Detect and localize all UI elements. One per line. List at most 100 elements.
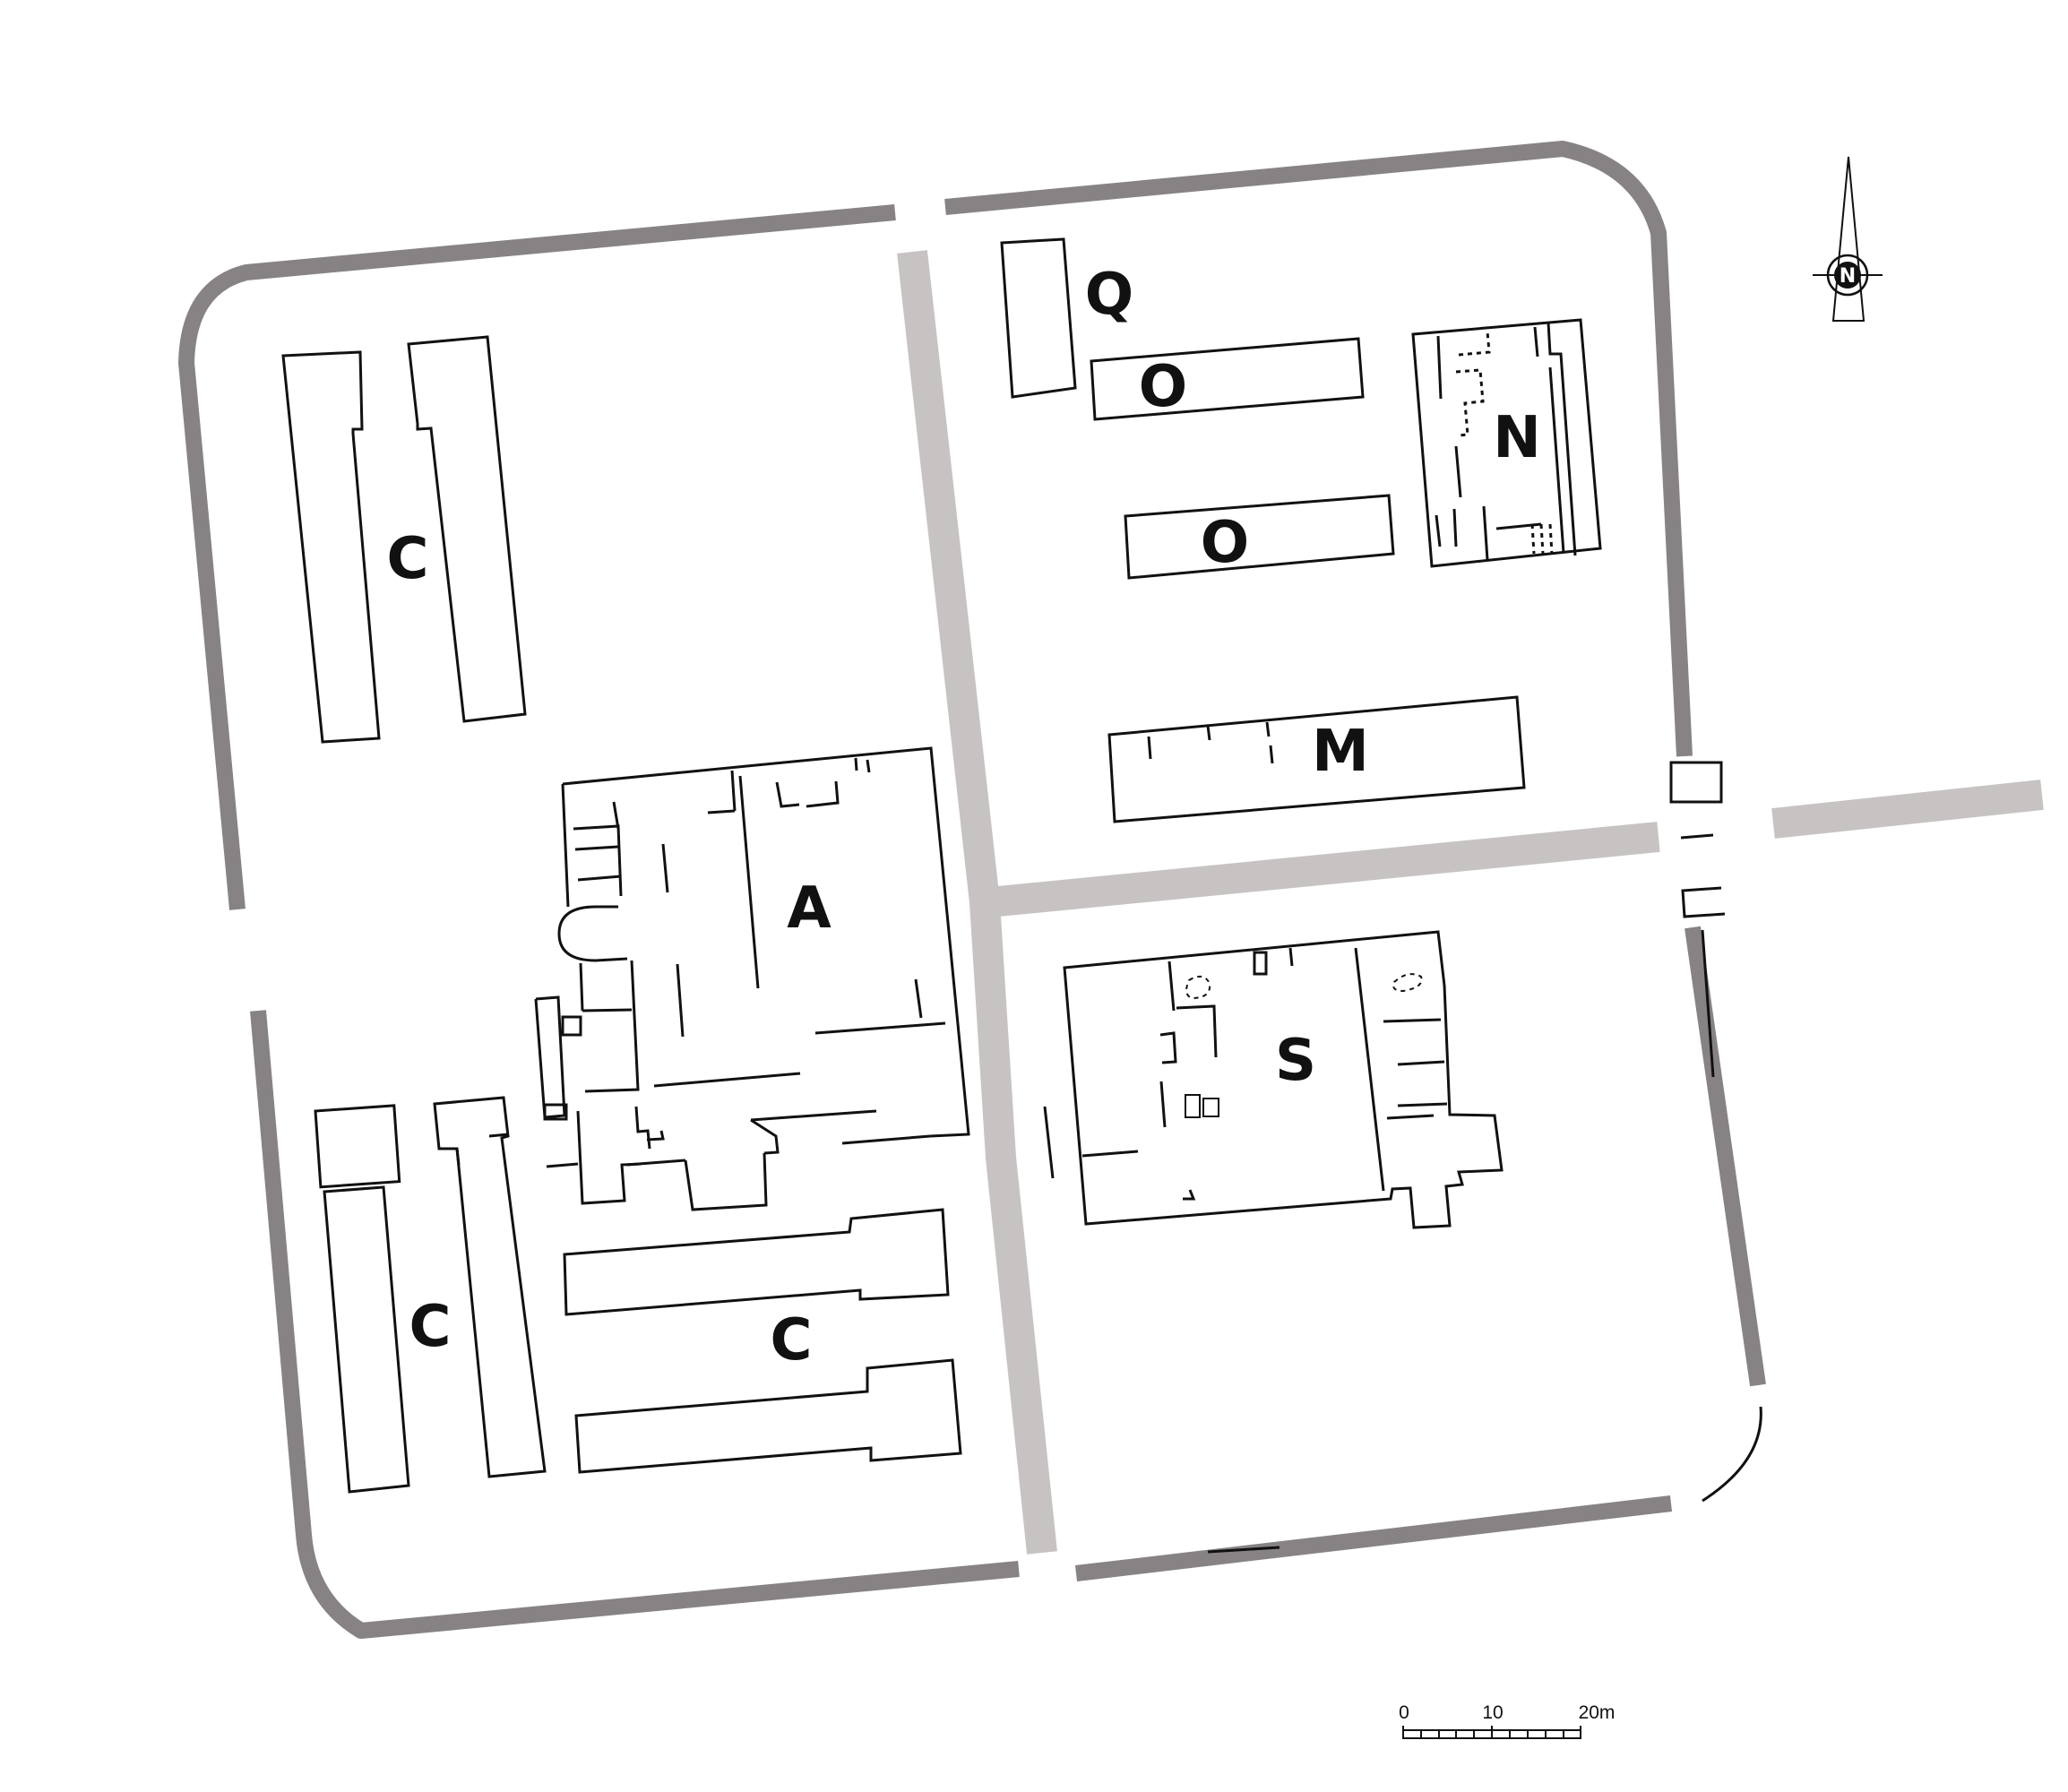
building-a-small-room-2 [543, 1103, 568, 1121]
building-a-south-room-4 [626, 1159, 686, 1167]
building-n-wall-8 [1482, 505, 1489, 561]
building-m-wall-4 [1269, 745, 1274, 764]
barrack-c-4 [433, 1096, 547, 1478]
building-s-small-room [1253, 951, 1268, 976]
building-s-inner-wall-6 [1168, 961, 1176, 1012]
north-arrow-needle [1831, 156, 1866, 322]
building-n-wall-3 [1533, 326, 1539, 358]
building-a-internal-8 [866, 759, 871, 773]
building-a-south-annex [535, 995, 566, 1119]
barrack-c-3 [323, 1185, 410, 1494]
building-m [1107, 695, 1526, 823]
road-east-west-west [987, 822, 1660, 918]
road-east-west-east [1771, 780, 2044, 839]
north-arrow-ring [1826, 254, 1869, 297]
building-m-outline [1107, 695, 1526, 823]
building-a-south-room-3 [646, 1130, 665, 1142]
building-a-internal-4 [738, 775, 760, 989]
building-s-inner-wall-4 [1397, 1102, 1448, 1107]
building-a-internal-1 [612, 801, 620, 830]
building-n [1411, 318, 1602, 568]
building-s-inner-wall-11 [1159, 1081, 1167, 1128]
label-c-southwest: C [409, 1294, 452, 1360]
north-arrow-icon: N [1813, 156, 1883, 322]
building-a-south-room-5 [684, 1152, 768, 1211]
building-a-small-room-1 [561, 1015, 582, 1037]
barrack-c-2 [407, 335, 527, 723]
building-a-south-wall [546, 1162, 579, 1168]
building-m-wall-1 [1147, 736, 1152, 760]
building-a-internal-9 [661, 843, 669, 893]
building-s-outline [1063, 930, 1504, 1229]
north-arrow-core [1834, 262, 1861, 289]
building-a-internal-18 [841, 1134, 931, 1145]
scale-tick-0: 0 [1399, 1702, 1409, 1723]
label-o-upper: O [1139, 354, 1187, 420]
building-a-internal-5 [775, 781, 800, 808]
road-north-south [897, 250, 1057, 1555]
building-m-wall-3 [1265, 721, 1271, 737]
building-a-outline [562, 746, 970, 1138]
building-m-wall-2 [1206, 725, 1211, 741]
corner-arc-southeast [1702, 1406, 1762, 1503]
building-s-inner-wall-3 [1397, 1060, 1445, 1066]
building-n-wall-2 [1547, 322, 1577, 556]
building-a-internal-16 [653, 1072, 801, 1088]
scale-tick-10: 10 [1482, 1702, 1503, 1723]
building-n-wall-7 [1435, 514, 1442, 547]
label-n: N [1493, 405, 1541, 471]
barrack-c-6 [574, 1358, 962, 1474]
label-c-south: C [771, 1307, 813, 1374]
building-o-upper [1090, 337, 1365, 421]
label-c-north: C [387, 526, 429, 592]
building-s-pillar-2 [1202, 1098, 1219, 1117]
building-a-internal-2 [707, 809, 736, 814]
building-s-inner-wall-8 [1159, 1031, 1177, 1064]
building-s-west-wall [1043, 1106, 1055, 1179]
building-a-room-2 [574, 845, 619, 851]
building-a-west-annex [534, 998, 547, 1118]
wall-north-east [944, 141, 1693, 757]
building-a-south-room-2 [634, 1106, 651, 1150]
barrack-c-1 [281, 350, 381, 744]
building-a-room-1 [573, 824, 623, 897]
scale-bar-ticks [1402, 1726, 1581, 1738]
building-s-inner-wall-5 [1386, 1114, 1435, 1120]
building-s-dashed-feature-1 [1185, 975, 1211, 1000]
area-labels: C A C C Q O O N M S [387, 262, 1541, 1374]
east-gate [1207, 761, 1762, 1554]
scale-bar: 0 10 20m [1399, 1702, 1616, 1739]
building-n-wall-9 [1495, 522, 1542, 530]
building-a-internal-12 [582, 1008, 633, 1012]
building-n-wall-5 [1454, 445, 1462, 498]
building-a-south-room-1 [576, 1110, 642, 1205]
building-a-internal-6 [806, 780, 840, 808]
scale-tick-20m: 20m [1579, 1702, 1616, 1723]
north-arrow-label: N [1840, 265, 1856, 288]
building-s-inner-wall-9 [1288, 947, 1294, 967]
label-m: M [1312, 719, 1369, 785]
internal-roads [897, 250, 2044, 1555]
wall-west-south [250, 1010, 1020, 1639]
label-a: A [787, 875, 832, 942]
building-s-dashed-feature-2 [1392, 973, 1423, 993]
building-a-internal-17 [750, 1109, 877, 1122]
barrack-c-3-head [314, 1104, 401, 1189]
enclosure-walls [178, 141, 1766, 1639]
building-a-internal-11 [584, 960, 640, 1093]
building-a-internal-14 [914, 978, 923, 1019]
wall-south-east [1074, 1495, 1673, 1581]
building-n-wall-1 [1436, 335, 1443, 400]
label-q: Q [1085, 262, 1133, 328]
gate-inner-line [1701, 929, 1715, 1078]
building-n-outline [1411, 318, 1602, 568]
barrack-c-4-inner [455, 1133, 509, 1166]
building-a-internal-13 [579, 962, 584, 1012]
gate-tower-north [1669, 761, 1723, 804]
barracks-c-southwest [314, 1096, 547, 1494]
building-s-inner-wall-1 [1354, 947, 1385, 1192]
label-o-lower: O [1201, 510, 1249, 576]
building-n-dashed-3 [1530, 523, 1554, 555]
wall-north-west [178, 204, 896, 910]
building-n-dashed-1 [1458, 331, 1491, 357]
